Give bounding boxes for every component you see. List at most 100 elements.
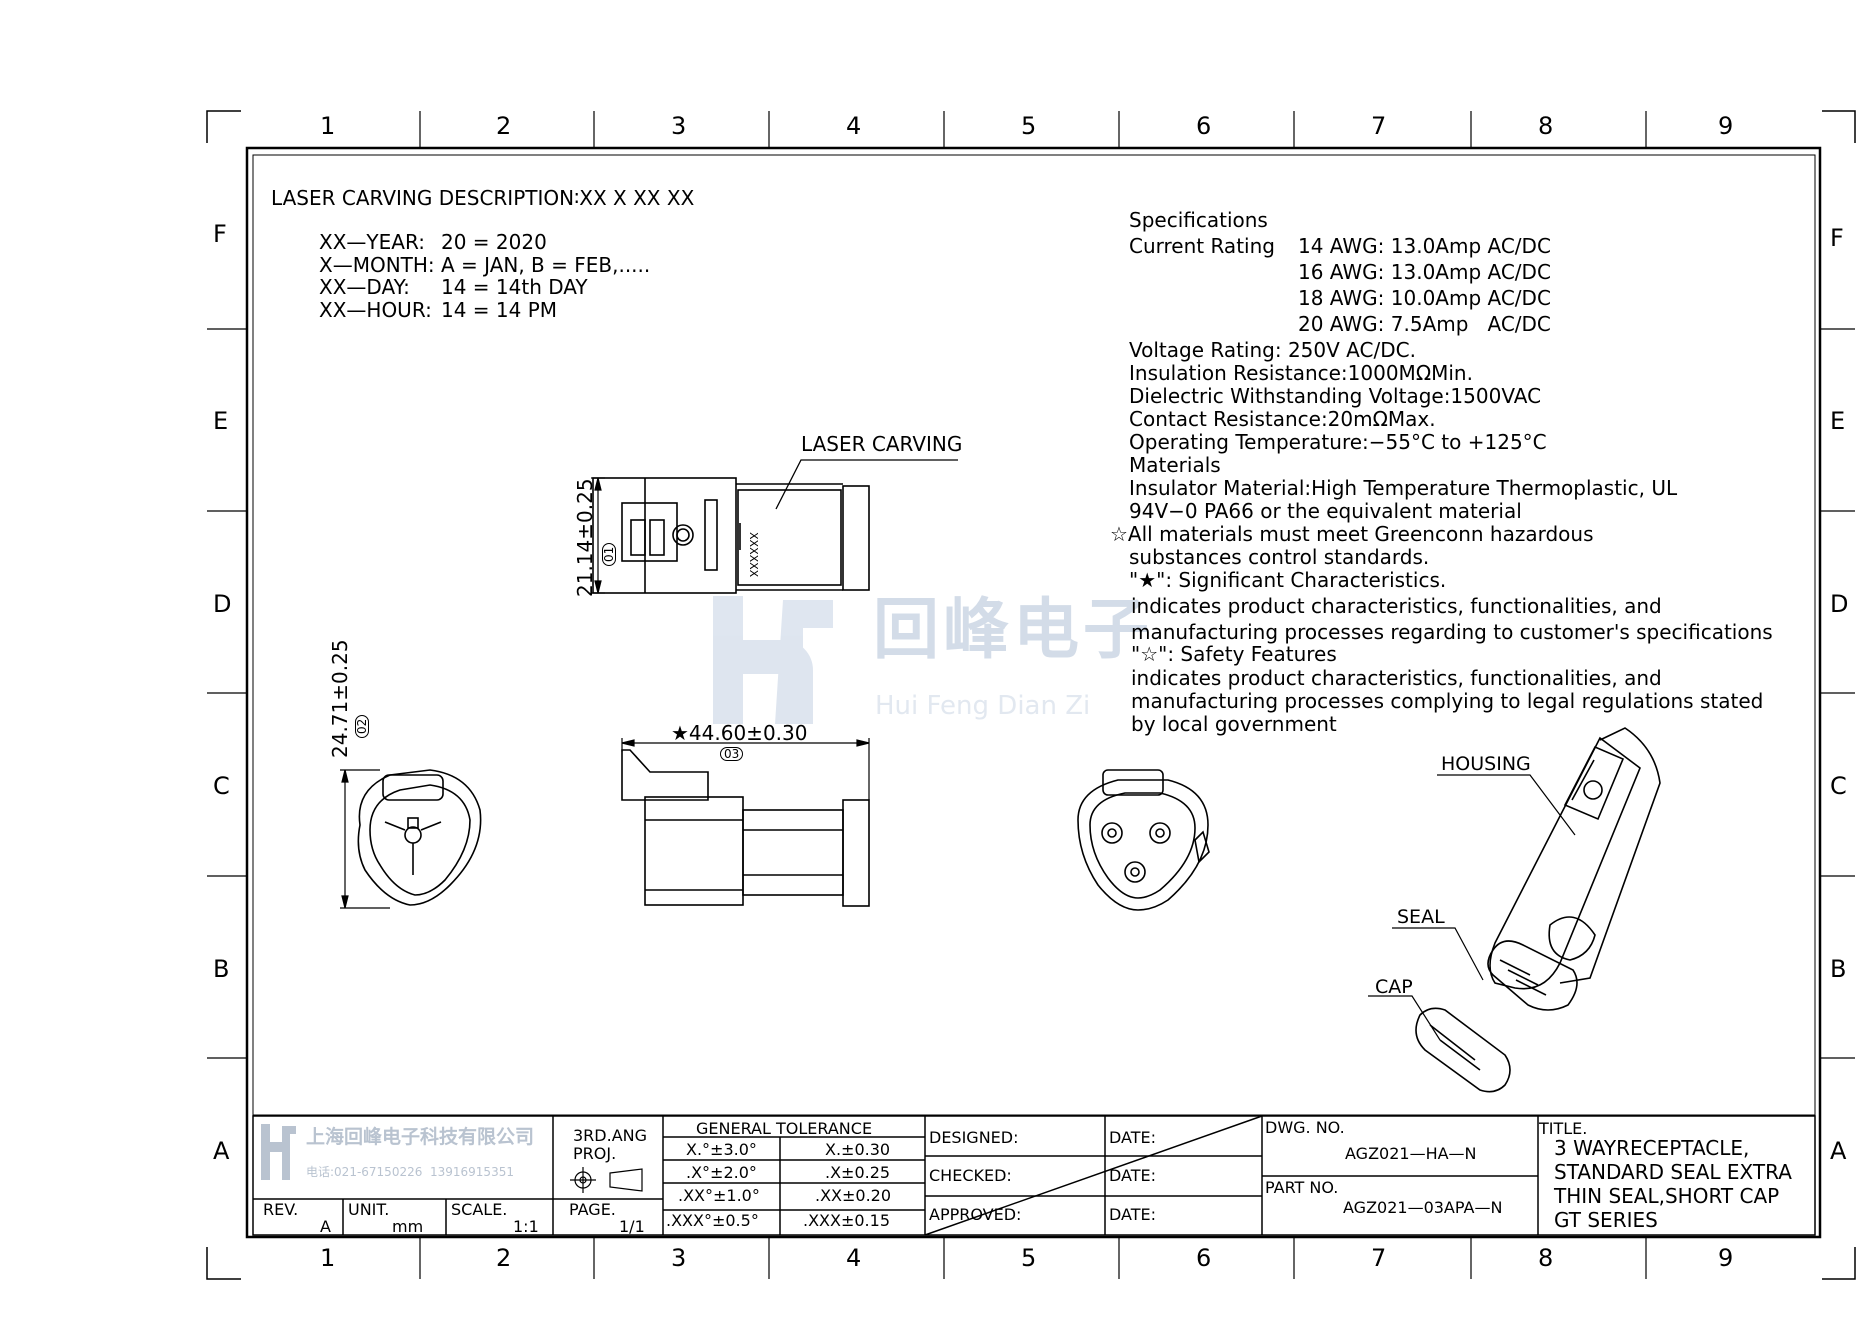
grid-row-d-left: D bbox=[213, 590, 232, 618]
tol-right-0: X.±0.30 bbox=[825, 1140, 891, 1159]
grid-row-b-left: B bbox=[213, 955, 230, 983]
grid-row-f-right: F bbox=[1830, 224, 1844, 252]
grid-col-1-top: 1 bbox=[320, 112, 336, 140]
checked-label: CHECKED: bbox=[929, 1166, 1012, 1185]
dim-02: 24.71±0.25 bbox=[328, 639, 352, 758]
grid-col-9-top: 9 bbox=[1718, 112, 1734, 140]
grid-ticks bbox=[207, 111, 1855, 1279]
spec-voltage: Voltage Rating: 250V AC/DC. bbox=[1129, 338, 1416, 362]
tol-left-1: .X°±2.0° bbox=[686, 1163, 757, 1182]
title-line-1: 3 WAYRECEPTACLE, bbox=[1554, 1136, 1750, 1160]
spec-safety: "☆": Safety Features bbox=[1131, 642, 1337, 666]
laser-carving-leader bbox=[775, 459, 958, 510]
grid-row-a-right: A bbox=[1830, 1137, 1847, 1165]
tol-right-3: .XXX±0.15 bbox=[803, 1211, 890, 1230]
approved-label: APPROVED: bbox=[929, 1205, 1022, 1224]
projection-symbol-icon bbox=[570, 1167, 643, 1193]
grid-col-5-top: 5 bbox=[1021, 112, 1037, 140]
tol-left-0: X.°±3.0° bbox=[686, 1140, 757, 1159]
grid-col-9-bottom: 9 bbox=[1718, 1244, 1734, 1272]
laser-day-key: XX—DAY: bbox=[319, 275, 410, 299]
general-tolerance: GENERAL TOLERANCE bbox=[696, 1119, 873, 1138]
spec-current-label: Current Rating bbox=[1129, 234, 1275, 258]
spec-temp: Operating Temperature:−55°C to +125°C bbox=[1129, 430, 1547, 454]
dim-01: 21.14±0.25 bbox=[573, 478, 597, 597]
laser-hour-val: 14 = 14 PM bbox=[441, 298, 558, 322]
isometric-assembly bbox=[1415, 727, 1661, 1093]
grid-row-e-left: E bbox=[213, 407, 229, 435]
spec-current-20: 20 AWG: 7.5Amp AC/DC bbox=[1298, 312, 1551, 336]
tol-right-1: .X±0.25 bbox=[825, 1163, 891, 1182]
callout-cap: CAP bbox=[1375, 976, 1413, 998]
title-label: TITLE. bbox=[1539, 1119, 1588, 1138]
title-line-2: STANDARD SEAL EXTRA bbox=[1554, 1160, 1792, 1184]
grid-col-2-bottom: 2 bbox=[496, 1244, 512, 1272]
laser-day-val: 14 = 14th DAY bbox=[441, 275, 588, 299]
side-view-center bbox=[621, 749, 870, 907]
spec-sig-1: indicates product characteristics, funct… bbox=[1131, 594, 1662, 618]
rev-label: REV. bbox=[263, 1200, 299, 1219]
company-name: 上海回峰电子科技有限公司 bbox=[306, 1126, 535, 1148]
spec-allmat-1: ☆All materials must meet Greenconn hazar… bbox=[1110, 522, 1594, 546]
watermark-text-cn: 回峰电子 bbox=[873, 591, 1153, 668]
spec-safe-3: by local government bbox=[1131, 712, 1337, 736]
title-line-4: GT SERIES bbox=[1554, 1208, 1658, 1232]
spec-heading: Specifications bbox=[1129, 208, 1268, 232]
rev-value: A bbox=[320, 1217, 331, 1236]
spec-contact: Contact Resistance:20mΩMax. bbox=[1129, 407, 1436, 431]
grid-col-7-bottom: 7 bbox=[1371, 1244, 1387, 1272]
grid-col-3-bottom: 3 bbox=[671, 1244, 687, 1272]
callout-leaders bbox=[1368, 774, 1576, 1041]
carving-marks: XXXXXX bbox=[747, 532, 760, 578]
proj-line-1: 3RD.ANG bbox=[573, 1126, 648, 1145]
grid-col-8-top: 8 bbox=[1538, 112, 1554, 140]
page-label: PAGE. bbox=[569, 1200, 616, 1219]
front-view-left bbox=[357, 769, 482, 906]
front-view-right bbox=[1077, 769, 1210, 911]
designed-label: DESIGNED: bbox=[929, 1128, 1019, 1147]
grid-row-e-right: E bbox=[1830, 407, 1846, 435]
proj-line-2: PROJ. bbox=[573, 1144, 617, 1163]
company-phone: 电话:021-67150226 13916915351 bbox=[306, 1165, 514, 1179]
grid-row-a-left: A bbox=[213, 1137, 230, 1165]
spec-safe-1: indicates product characteristics, funct… bbox=[1131, 666, 1662, 690]
grid-col-8-bottom: 8 bbox=[1538, 1244, 1554, 1272]
spec-materials: Materials bbox=[1129, 453, 1221, 477]
title-block-lines bbox=[252, 1115, 1816, 1236]
spec-sig-2: manufacturing processes regarding to cus… bbox=[1131, 620, 1773, 644]
spec-significant: "★": Significant Characteristics. bbox=[1129, 568, 1447, 592]
spec-insulator-2: 94V−0 PA66 or the equivalent material bbox=[1129, 499, 1522, 523]
tol-left-3: .XXX°±0.5° bbox=[666, 1211, 759, 1230]
company-logo-icon bbox=[261, 1124, 296, 1180]
spec-current-16: 16 AWG: 13.0Amp AC/DC bbox=[1298, 260, 1551, 284]
grid-col-1-bottom: 1 bbox=[320, 1244, 336, 1272]
grid-col-4-top: 4 bbox=[846, 112, 862, 140]
callout-housing: HOUSING bbox=[1441, 753, 1531, 775]
spec-insulation: Insulation Resistance:1000MΩMin. bbox=[1129, 361, 1473, 385]
grid-row-d-right: D bbox=[1830, 590, 1849, 618]
grid-row-f-left: F bbox=[213, 220, 227, 248]
checked-date-label: DATE: bbox=[1109, 1166, 1157, 1185]
grid-col-6-bottom: 6 bbox=[1196, 1244, 1212, 1272]
spec-insulator-1: Insulator Material:High Temperature Ther… bbox=[1129, 476, 1678, 500]
grid-col-3-top: 3 bbox=[671, 112, 687, 140]
watermark-text-en: Hui Feng Dian Zi bbox=[875, 691, 1091, 721]
unit-value: mm bbox=[392, 1217, 424, 1236]
scale-label: SCALE. bbox=[451, 1200, 508, 1219]
dim-03-lines bbox=[621, 738, 870, 800]
designed-date-label: DATE: bbox=[1109, 1128, 1157, 1147]
laser-title: LASER CARVING DESCRIPTION∶XX X XX XX bbox=[271, 186, 695, 210]
drawing-frame bbox=[252, 154, 1816, 1116]
page-value: 1/1 bbox=[619, 1217, 645, 1236]
grid-col-7-top: 7 bbox=[1371, 112, 1387, 140]
laser-month-key: X—MONTH: bbox=[319, 253, 435, 277]
scale-value: 1:1 bbox=[513, 1217, 539, 1236]
unit-label: UNIT. bbox=[348, 1200, 390, 1219]
dwg-no-value: AGZ021—HA—N bbox=[1345, 1144, 1477, 1163]
grid-col-2-top: 2 bbox=[496, 112, 512, 140]
title-line-3: THIN SEAL,SHORT CAP bbox=[1554, 1184, 1780, 1208]
dim-02-lines bbox=[340, 769, 390, 909]
laser-year-key: XX—YEAR: bbox=[319, 230, 425, 254]
laser-hour-key: XX—HOUR: bbox=[319, 298, 432, 322]
